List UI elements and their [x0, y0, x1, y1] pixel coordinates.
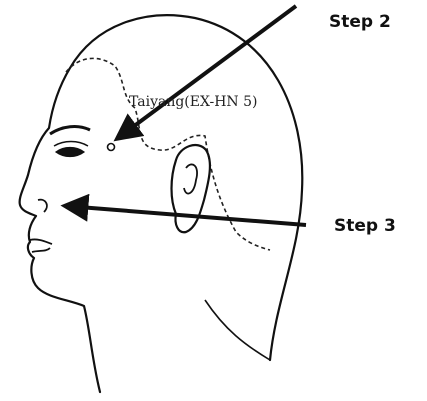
nostril: [38, 200, 47, 212]
step3-arrow: [66, 206, 306, 225]
ear-inner: [184, 164, 197, 193]
taiyang-point-label: Taiyang(EX-HN 5): [129, 94, 257, 110]
taiyang-point-marker: [108, 144, 115, 151]
step-2-label: Step 2: [329, 12, 391, 32]
mouth: [30, 239, 52, 252]
step-3-label: Step 3: [334, 216, 396, 236]
eyebrow: [50, 127, 90, 134]
step2-arrow: [118, 6, 296, 138]
neck-back-line: [205, 300, 270, 360]
eye-lid: [54, 142, 88, 147]
eye: [56, 148, 84, 157]
ear: [172, 145, 210, 232]
head-outline: [20, 15, 303, 392]
